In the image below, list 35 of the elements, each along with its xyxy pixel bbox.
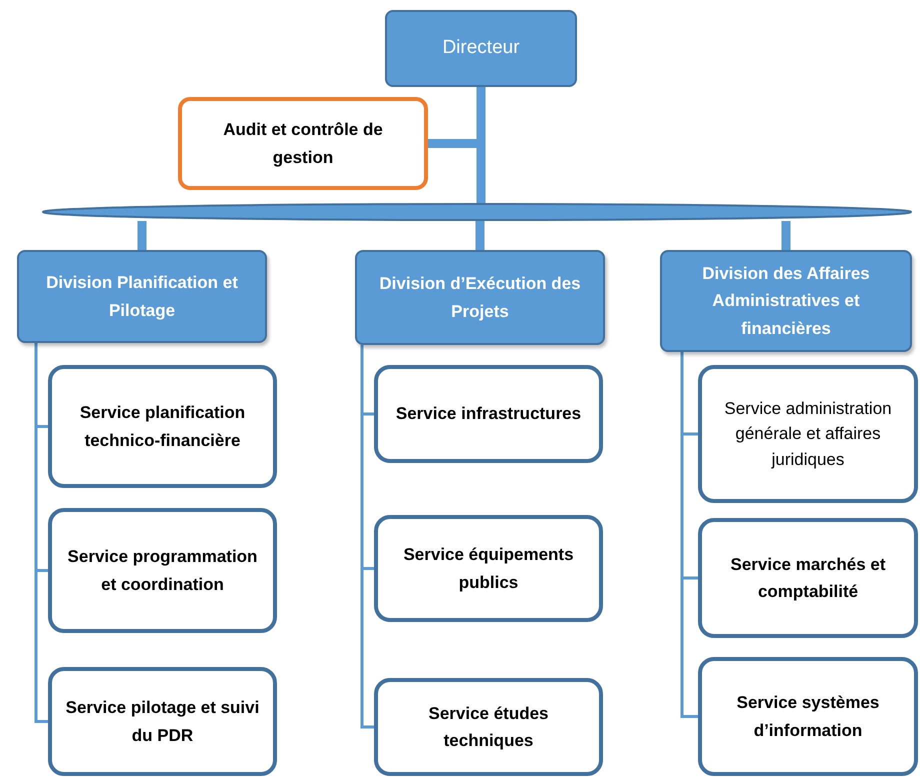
service-box	[698, 365, 918, 503]
node-label: Service systèmes d’information	[736, 692, 880, 742]
service-box	[698, 657, 918, 776]
connector-line	[680, 352, 698, 718]
node-label: Directeur	[442, 36, 520, 60]
node-label: Division des Affaires Administratives et financières	[701, 263, 871, 340]
node-label: Service équipements publics	[402, 544, 575, 594]
node-label: Service infrastructures	[396, 403, 582, 426]
connector-line	[138, 221, 146, 250]
node-label: Service études techniques	[427, 702, 550, 752]
service-box	[374, 515, 603, 622]
service-box	[374, 365, 603, 463]
connector-line	[34, 343, 48, 723]
node-label: Service planification technico-financière	[78, 402, 246, 452]
service-box	[374, 678, 603, 776]
node-label: Audit et contrôle de gestion	[222, 119, 384, 169]
service-box	[698, 518, 918, 638]
division-box	[660, 250, 912, 352]
connector-line	[782, 221, 790, 250]
service-box	[48, 508, 277, 633]
service-box	[48, 365, 277, 488]
node-label: Division d’Exécution des Projets	[378, 273, 582, 322]
horizontal-bar	[42, 203, 912, 221]
node-label: Service programmation et coordination	[66, 546, 258, 596]
director-box	[385, 10, 577, 87]
connector-line	[360, 345, 374, 728]
service-box	[48, 667, 277, 776]
audit-box	[178, 97, 428, 190]
node-label: Division Planification et Pilotage	[45, 272, 239, 322]
division-box	[355, 250, 605, 345]
division-box	[17, 250, 267, 343]
node-label: Service marchés et comptabilité	[730, 554, 886, 603]
connector-line	[476, 221, 484, 250]
node-label: Service administration générale et affaires juridiques	[723, 398, 893, 471]
node-label: Service pilotage et suivi du PDR	[64, 697, 260, 746]
